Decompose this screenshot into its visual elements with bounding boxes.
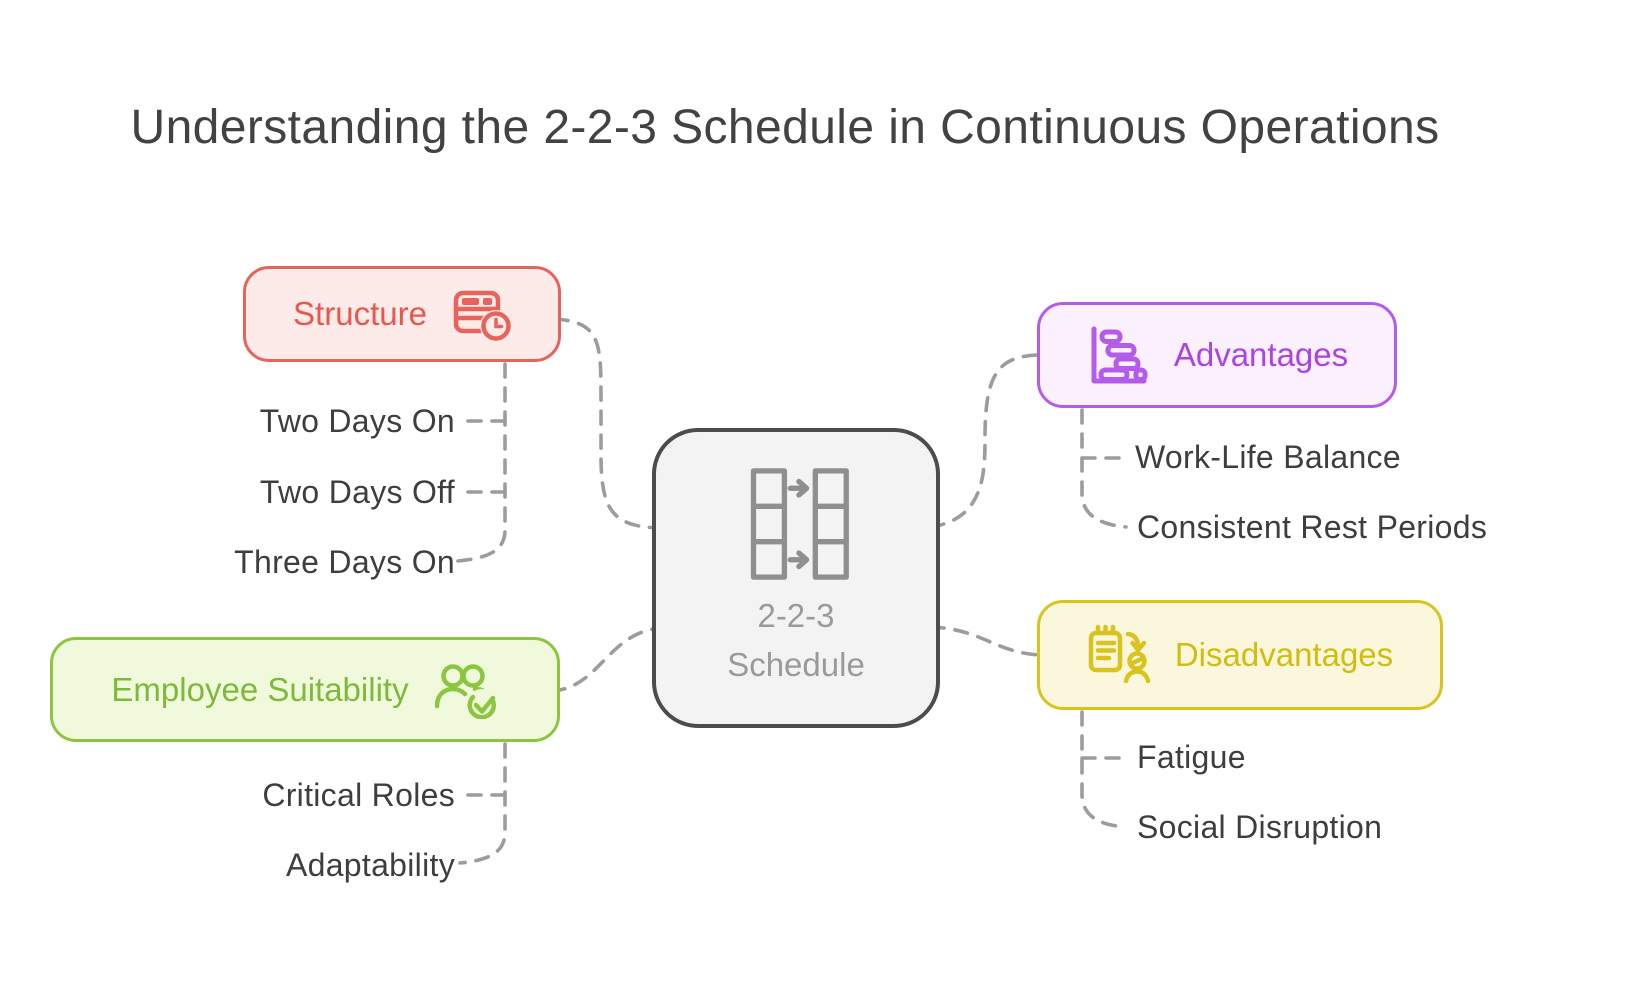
branch-structure-label: Structure — [293, 295, 427, 332]
center-node-223-schedule: 2-2-3 Schedule — [652, 428, 940, 728]
shift-columns-arrows-icon — [750, 467, 849, 580]
branch-structure: Structure — [243, 266, 561, 362]
center-node-label-line1: 2-2-3 — [757, 596, 835, 634]
table-clock-icon — [453, 290, 511, 341]
disadvantages-item: Fatigue — [1137, 739, 1246, 775]
branch-employee-suitability-label: Employee Suitability — [111, 670, 409, 708]
people-check-icon — [434, 663, 498, 719]
employee-suitability-item: Adaptability — [285, 847, 455, 883]
disadvantages-item: Social Disruption — [1137, 809, 1383, 845]
advantages-item: Work-Life Balance — [1135, 439, 1401, 475]
branch-employee-suitability: Employee Suitability — [50, 637, 560, 742]
employee-suitability-item: Critical Roles — [262, 777, 455, 813]
branch-advantages-label: Advantages — [1173, 336, 1349, 373]
structure-item: Two Days Off — [259, 474, 455, 510]
branch-disadvantages: Disadvantages — [1037, 600, 1443, 710]
advantages-item: Consistent Rest Periods — [1137, 509, 1488, 545]
structure-item: Three Days On — [234, 544, 455, 580]
clipboard-person-icon — [1088, 624, 1151, 684]
branch-advantages: Advantages — [1037, 302, 1397, 408]
branch-disadvantages-label: Disadvantages — [1174, 636, 1394, 673]
page-title: Understanding the 2-2-3 Schedule in Cont… — [130, 101, 1440, 154]
center-node-label: 2-2-3 Schedule — [727, 591, 865, 690]
center-node-label-line2: Schedule — [727, 646, 865, 683]
structure-item: Two Days On — [259, 403, 455, 439]
gantt-chart-icon — [1091, 326, 1148, 384]
